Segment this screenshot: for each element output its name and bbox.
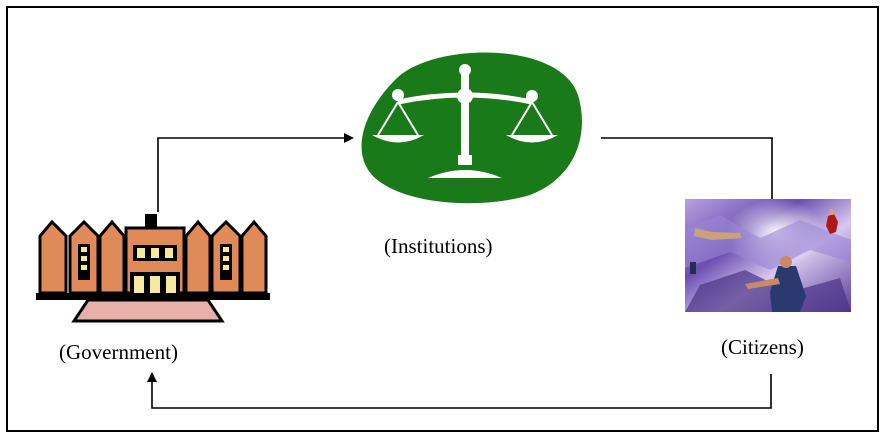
citizens-photo	[685, 199, 851, 312]
arrow-citizens-to-government	[147, 372, 772, 409]
citizens-label: (Citizens)	[721, 335, 804, 359]
government-building-icon	[36, 214, 270, 323]
government-label: (Government)	[59, 340, 178, 364]
arrow-government-to-institutions	[157, 133, 354, 212]
scales-of-justice-icon	[361, 52, 582, 204]
institutions-label: (Institutions)	[384, 234, 493, 258]
arrow-institutions-to-citizens	[601, 137, 777, 214]
